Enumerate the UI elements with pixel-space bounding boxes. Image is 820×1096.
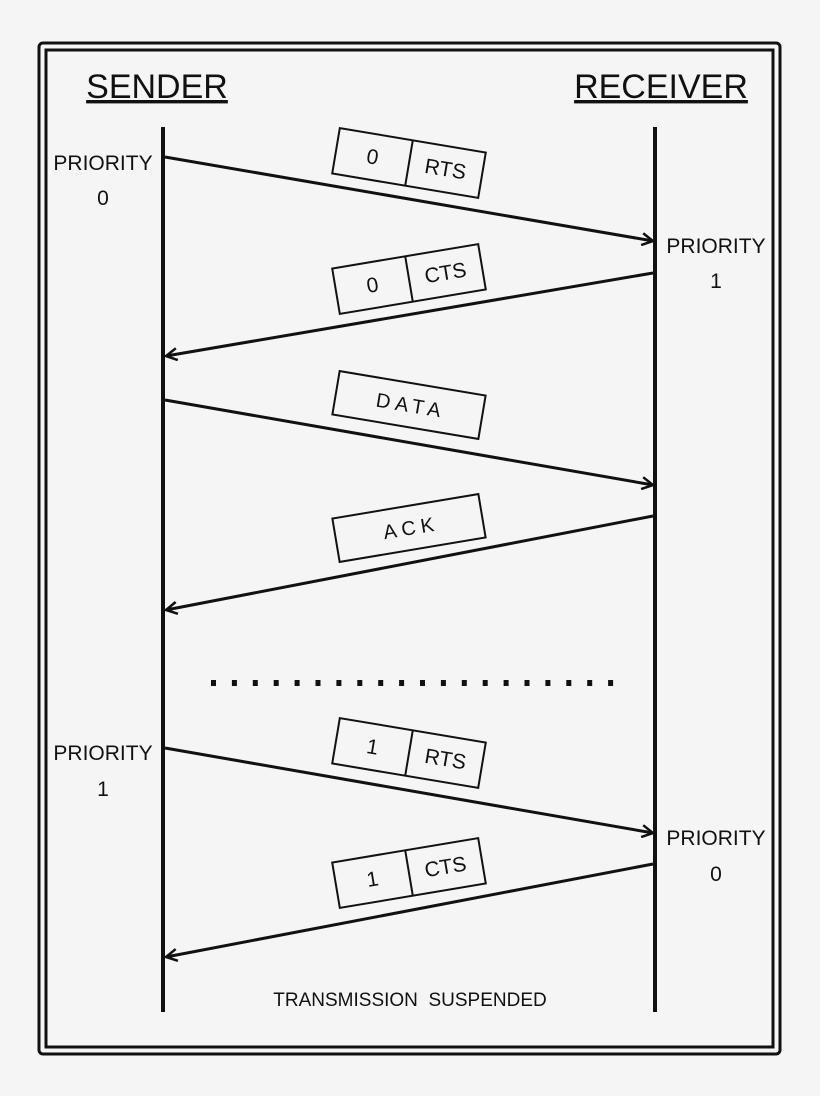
packet-type: RTS xyxy=(423,745,468,775)
receiver-priority-first: PRIORITY 1 xyxy=(666,235,765,293)
priority-label: PRIORITY xyxy=(666,827,765,850)
data-1-arrow xyxy=(164,398,653,485)
ellipsis-dot xyxy=(336,680,342,686)
outer-frame xyxy=(37,41,782,1056)
cts-1-arrow xyxy=(166,271,654,356)
cts-1-packet: 0 CTS xyxy=(331,242,487,316)
ellipsis-dot xyxy=(231,680,237,686)
packet-type: CTS xyxy=(423,259,468,289)
ellipsis-dot xyxy=(482,680,488,686)
ellipsis-dot xyxy=(378,680,384,686)
priority-value: 1 xyxy=(97,778,109,801)
receiver-priority-second: PRIORITY 0 xyxy=(666,827,765,886)
transmission-status: TRANSMISSION SUSPENDED xyxy=(273,990,546,1011)
priority-label: PRIORITY xyxy=(53,742,152,765)
rts-1-packet: 0 RTS xyxy=(331,126,487,200)
priority-value: 1 xyxy=(710,270,722,293)
ellipsis-dot xyxy=(357,680,363,686)
priority-label: PRIORITY xyxy=(666,235,765,258)
packet-text: DATA xyxy=(374,390,447,423)
ellipsis-dot xyxy=(608,680,614,686)
ellipsis-dot xyxy=(587,680,593,686)
ellipsis-dot xyxy=(315,680,321,686)
ellipsis-dots xyxy=(211,680,614,686)
rts-2-arrow xyxy=(164,746,653,833)
sender-header: SENDER xyxy=(86,68,228,106)
sender-priority-first: PRIORITY 0 xyxy=(53,152,152,210)
data-1-packet: DATA xyxy=(331,369,487,441)
packet-priority: 0 xyxy=(365,273,380,298)
ellipsis-dot xyxy=(211,680,216,686)
ellipsis-dot xyxy=(524,680,530,686)
ellipsis-dot xyxy=(545,680,551,686)
priority-value: 0 xyxy=(97,187,109,210)
packet-text: ACK xyxy=(382,513,441,544)
sender-priority-second: PRIORITY 1 xyxy=(53,742,152,801)
cts-2-arrow xyxy=(166,862,654,957)
ellipsis-dot xyxy=(440,680,446,686)
rts-2-packet: 1 RTS xyxy=(331,716,487,790)
ellipsis-dot xyxy=(294,680,300,686)
packet-priority: 1 xyxy=(365,867,380,892)
ellipsis-dot xyxy=(420,680,425,686)
packet-priority: 0 xyxy=(365,145,380,170)
ack-1-arrow xyxy=(166,514,654,610)
ellipsis-dot xyxy=(399,680,405,686)
ellipsis-dot xyxy=(273,680,279,686)
inner-frame xyxy=(44,48,775,1049)
ellipsis-dot xyxy=(252,680,258,686)
receiver-header: RECEIVER xyxy=(574,68,748,106)
packet-type: CTS xyxy=(423,853,468,883)
ellipsis-dot xyxy=(503,680,509,686)
rts-1-arrow xyxy=(164,155,653,241)
ellipsis-dot xyxy=(461,680,467,686)
priority-label: PRIORITY xyxy=(53,152,152,175)
packet-priority: 1 xyxy=(365,735,380,760)
ellipsis-dot xyxy=(566,680,572,686)
packet-type: RTS xyxy=(423,155,468,185)
cts-2-packet: 1 CTS xyxy=(331,836,487,910)
priority-value: 0 xyxy=(710,863,722,886)
